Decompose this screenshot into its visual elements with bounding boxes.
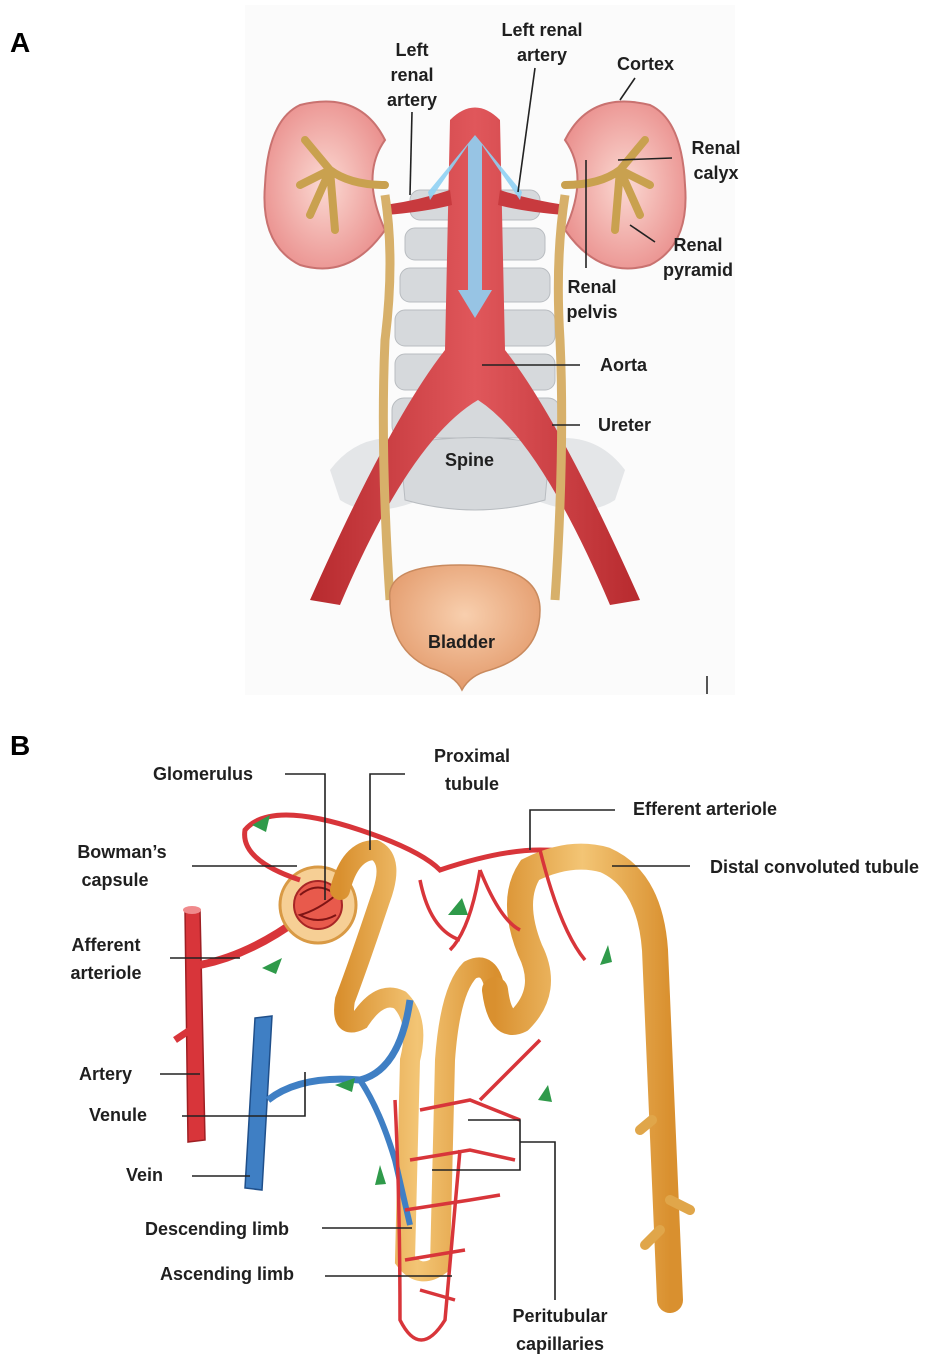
panel-b-letter: B xyxy=(10,730,30,761)
svg-text:artery: artery xyxy=(387,90,437,110)
svg-text:capillaries: capillaries xyxy=(516,1334,604,1354)
svg-text:Ureter: Ureter xyxy=(598,415,651,435)
svg-text:tubule: tubule xyxy=(445,774,499,794)
label-efferent-arteriole: Efferent arteriole xyxy=(530,799,777,850)
svg-text:Aorta: Aorta xyxy=(600,355,648,375)
svg-text:arteriole: arteriole xyxy=(70,963,141,983)
svg-text:Renal: Renal xyxy=(691,138,740,158)
svg-text:pyramid: pyramid xyxy=(663,260,733,280)
svg-text:capsule: capsule xyxy=(81,870,148,890)
panel-b: B xyxy=(10,730,919,1354)
svg-text:renal: renal xyxy=(390,65,433,85)
label-proximal-tubule: Proximal tubule xyxy=(370,746,510,850)
svg-text:Glomerulus: Glomerulus xyxy=(153,764,253,784)
svg-text:Proximal: Proximal xyxy=(434,746,510,766)
svg-text:Bowman’s: Bowman’s xyxy=(77,842,166,862)
svg-text:Afferent: Afferent xyxy=(71,935,140,955)
svg-text:Renal: Renal xyxy=(567,277,616,297)
label-vein: Vein xyxy=(126,1165,250,1185)
panel-a-letter: A xyxy=(10,27,30,58)
label-bowmans-capsule: Bowman’s capsule xyxy=(77,842,297,890)
artery-vessel xyxy=(185,910,205,1142)
svg-text:Left: Left xyxy=(396,40,429,60)
svg-text:Venule: Venule xyxy=(89,1105,147,1125)
right-kidney xyxy=(565,102,686,269)
label-bladder: Bladder xyxy=(428,632,495,652)
left-kidney xyxy=(264,102,385,269)
label-distal-convoluted-tubule: Distal convoluted tubule xyxy=(612,857,919,877)
svg-text:Cortex: Cortex xyxy=(617,54,674,74)
svg-text:Distal convoluted tubule: Distal convoluted tubule xyxy=(710,857,919,877)
svg-text:calyx: calyx xyxy=(693,163,738,183)
svg-text:Vein: Vein xyxy=(126,1165,163,1185)
label-descending-limb: Descending limb xyxy=(145,1219,412,1239)
svg-text:Peritubular: Peritubular xyxy=(512,1306,607,1326)
vein-vessel xyxy=(245,1016,272,1190)
svg-text:pelvis: pelvis xyxy=(566,302,617,322)
svg-text:Efferent arteriole: Efferent arteriole xyxy=(633,799,777,819)
panel-a: A xyxy=(10,5,741,695)
svg-text:Renal: Renal xyxy=(673,235,722,255)
svg-text:Artery: Artery xyxy=(79,1064,132,1084)
svg-text:Left renal: Left renal xyxy=(501,20,582,40)
svg-text:Descending limb: Descending limb xyxy=(145,1219,289,1239)
svg-text:Ascending limb: Ascending limb xyxy=(160,1264,294,1284)
panel-a-tick xyxy=(706,676,708,694)
label-artery: Artery xyxy=(79,1064,200,1084)
svg-text:artery: artery xyxy=(517,45,567,65)
label-spine: Spine xyxy=(445,450,494,470)
distal-convoluted-tubule xyxy=(495,857,670,1300)
